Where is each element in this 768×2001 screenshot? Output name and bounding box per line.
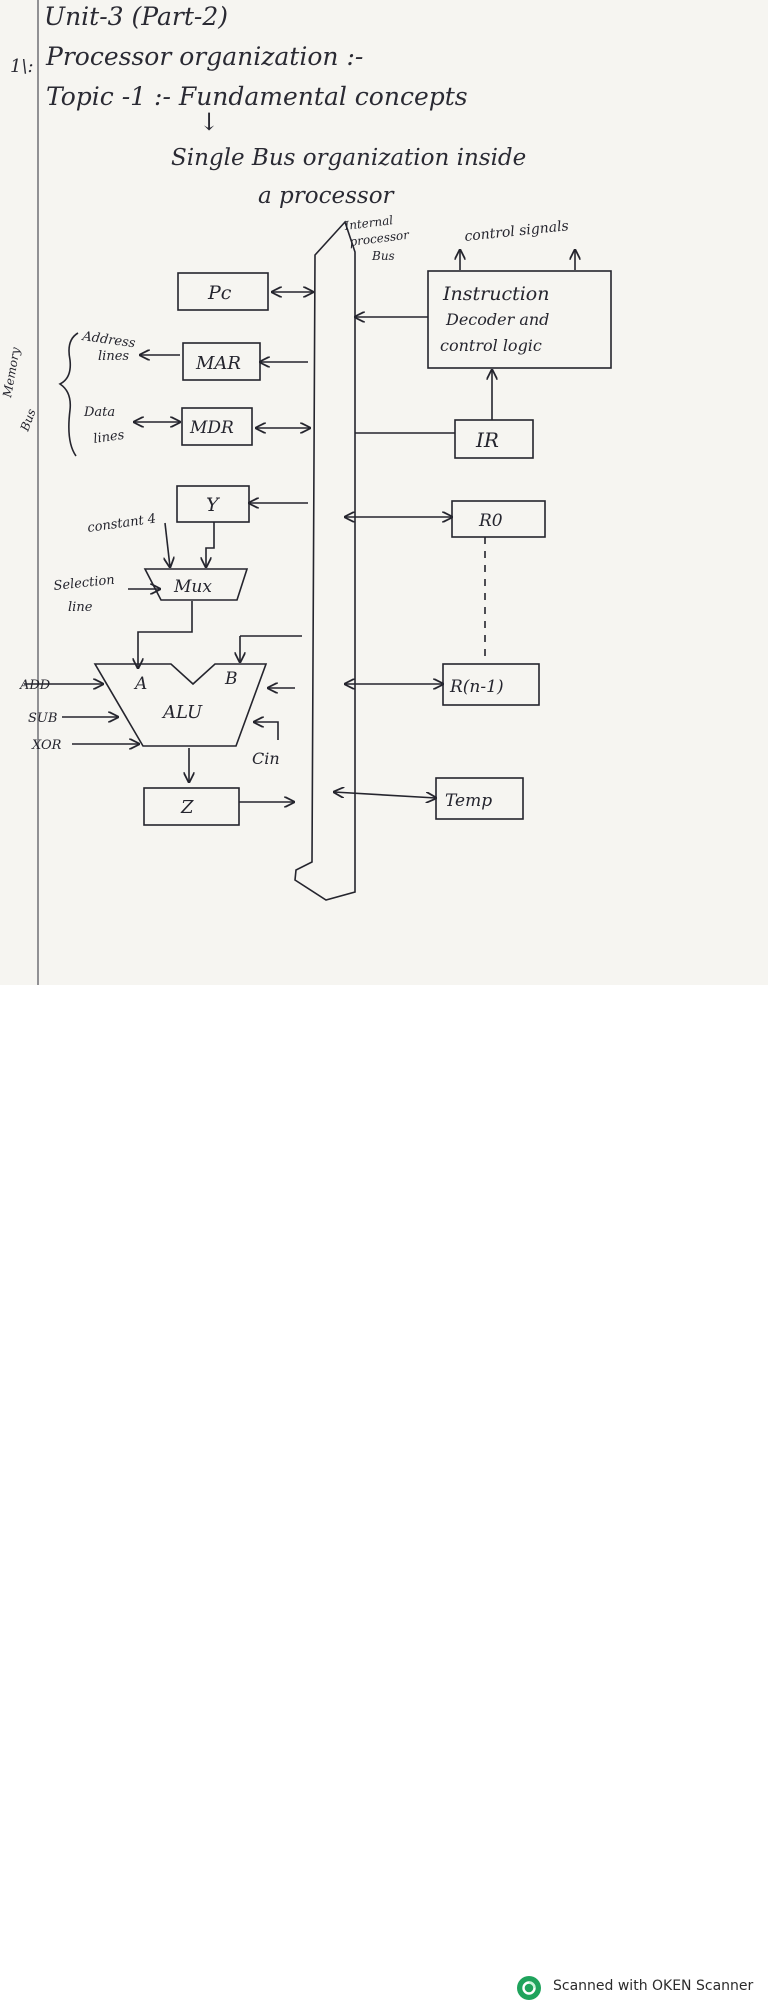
decoder-line1: Instruction	[442, 283, 549, 305]
bus-label-line1: Internal	[343, 213, 394, 233]
alu-input-b: B	[224, 669, 238, 689]
selection-line-label-2: line	[68, 600, 93, 615]
rn-label: R(n-1)	[449, 677, 504, 697]
z-label: Z	[180, 797, 194, 818]
address-lines-label-2: lines	[98, 349, 129, 364]
mdr-register-box	[181, 407, 253, 446]
ir-label: IR	[475, 428, 499, 452]
alu-shape	[93, 663, 268, 747]
mux-label: Mux	[173, 577, 212, 597]
pc-label: Pc	[207, 282, 232, 304]
constant-4-label: constant 4	[86, 511, 157, 535]
memory-bus-label-1: Memory	[0, 346, 23, 399]
section-number: 1\:	[10, 56, 34, 77]
alu-op-add: ADD	[19, 678, 51, 693]
section-title: Processor organization :-	[46, 42, 364, 71]
r0-label: R0	[478, 511, 503, 531]
internal-processor-bus	[294, 220, 356, 901]
pc-register-box	[177, 272, 269, 311]
unit-title: Unit-3 (Part-2)	[44, 2, 228, 31]
data-lines-label-2: lines	[92, 428, 125, 447]
down-arrow-icon: ↓	[199, 108, 220, 136]
control-signals-label: control signals	[464, 218, 570, 245]
scanner-footer: Scanned with OKEN Scanner	[0, 985, 768, 2000]
alu-label: ALU	[161, 702, 203, 723]
decoder-line3: control logic	[440, 336, 542, 355]
topic-line: Topic -1 :- Fundamental concepts	[46, 82, 468, 111]
instruction-decoder-box	[427, 270, 612, 369]
bus-label-line3: Bus	[371, 249, 395, 263]
temp-label: Temp	[445, 791, 492, 811]
alu-input-a: A	[133, 674, 147, 694]
subtopic-line-2: a processor	[258, 183, 394, 209]
memory-bus-label-2: Bus	[17, 407, 38, 434]
alu-op-xor: XOR	[31, 738, 62, 753]
alu-op-sub: SUB	[28, 711, 57, 726]
subtopic-line-1: Single Bus organization inside	[171, 145, 527, 171]
margin-line	[37, 0, 39, 985]
mdr-label: MDR	[189, 418, 234, 438]
data-lines-label-1: Data	[83, 405, 115, 420]
mar-label: MAR	[195, 353, 241, 374]
selection-line-label-1: Selection	[53, 573, 116, 594]
z-register-box	[143, 787, 240, 826]
y-label: Y	[206, 494, 221, 516]
scanner-logo-icon	[517, 1976, 541, 2000]
scanner-watermark-text: Scanned with OKEN Scanner	[553, 1978, 754, 1994]
notebook-page: Unit-3 (Part-2) 1\: Processor organizati…	[0, 0, 768, 985]
carry-in-label: Cin	[252, 749, 280, 768]
ir-register-box	[454, 419, 534, 459]
decoder-line2: Decoder and	[445, 310, 549, 329]
single-bus-organization-diagram: Internal processor Bus control signals I…	[0, 213, 612, 901]
